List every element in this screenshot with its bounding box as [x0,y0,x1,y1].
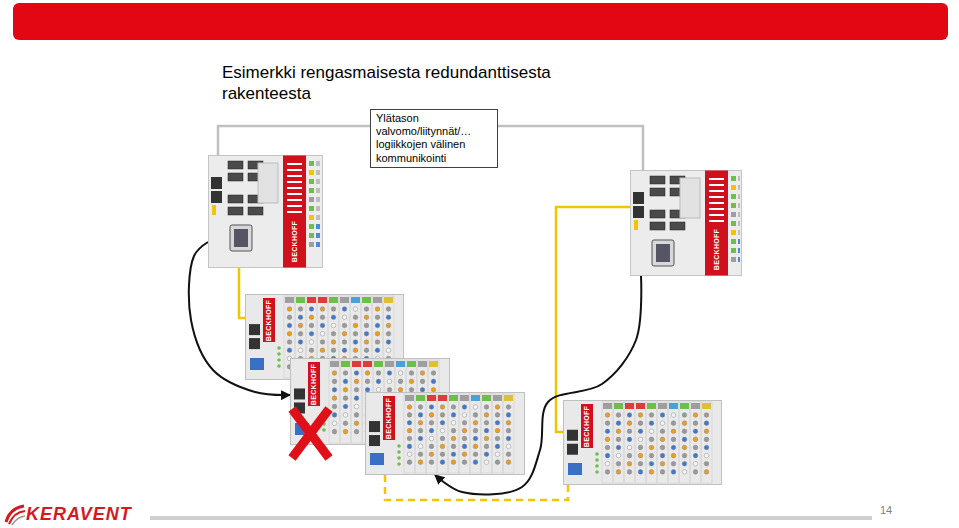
plc-controller: BECKHOFF [630,170,742,276]
brand-strip: BECKHOFF [709,226,724,272]
brand-name: BECKHOFF [266,299,273,340]
plc-illustration [208,155,323,268]
red-cross [292,409,329,458]
brand-name: BECKHOFF [311,363,318,404]
io-coupler: BECKHOFF [563,400,722,485]
ethernet-cable [556,207,630,432]
brand-name: BECKHOFF [584,405,591,446]
brand-strip: BECKHOFF [263,299,275,341]
plc-illustration [630,170,742,276]
brand-strip: BECKHOFF [308,363,320,405]
logo-swoosh [6,506,25,525]
slide-title: Esimerkki rengasmaisesta redundanttisest… [222,62,567,104]
plc-controller: BECKHOFF [208,155,323,268]
brand-name: BECKHOFF [291,220,298,261]
brand-name: BECKHOFF [386,397,393,438]
brand-strip: BECKHOFF [581,405,593,447]
io-coupler: BECKHOFF [365,392,525,475]
ethernet-cable [239,268,245,318]
company-logo: KERAVENT [26,503,132,525]
footer-line [150,516,872,520]
brand-strip: BECKHOFF [383,397,395,439]
header-bar [13,3,948,40]
red-cross [292,409,329,458]
ethernet-cable [385,475,568,500]
page-number: 14 [880,503,892,517]
brand-name: BECKHOFF [713,228,720,269]
note-text: Ylätason valvomo/liitynnät/… logiikkojen… [376,112,492,165]
note-box: Ylätason valvomo/liitynnät/… logiikkojen… [370,109,498,168]
brand-strip: BECKHOFF [287,218,302,264]
